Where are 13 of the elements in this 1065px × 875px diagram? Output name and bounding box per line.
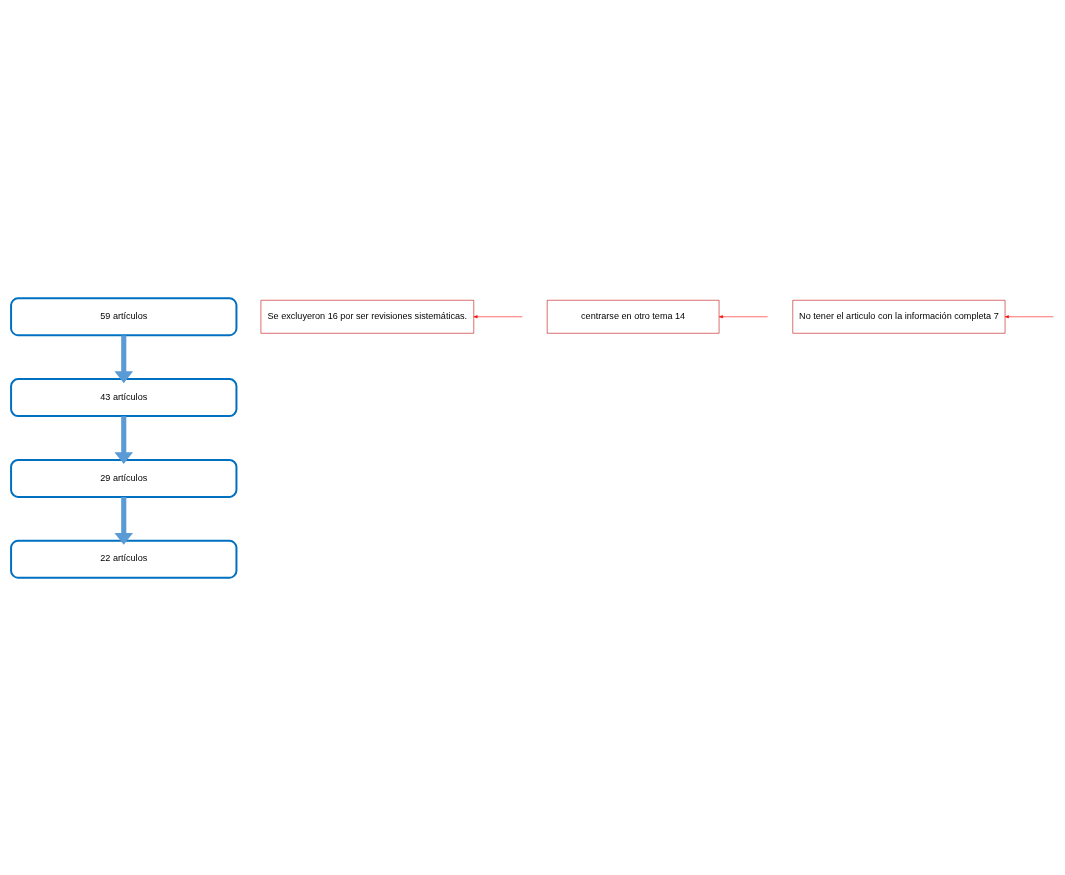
node-box: centrarse en otro tema 14 [546,299,720,334]
node-box: 43 artículos [10,377,238,417]
node-box: 22 artículos [10,539,238,579]
node-box: 29 artículos [10,458,238,498]
arrow [114,334,134,383]
arrow [1004,314,1054,318]
arrow [114,415,134,464]
node-box: Se excluyeron 16 por ser revisiones sistemáticas. [260,299,475,334]
arrow [473,314,523,318]
arrow [719,314,768,318]
node-box: No tener el articulo con la información completa 7 [792,299,1006,334]
node-box: 59 artículos [10,296,238,336]
arrow [114,496,134,545]
